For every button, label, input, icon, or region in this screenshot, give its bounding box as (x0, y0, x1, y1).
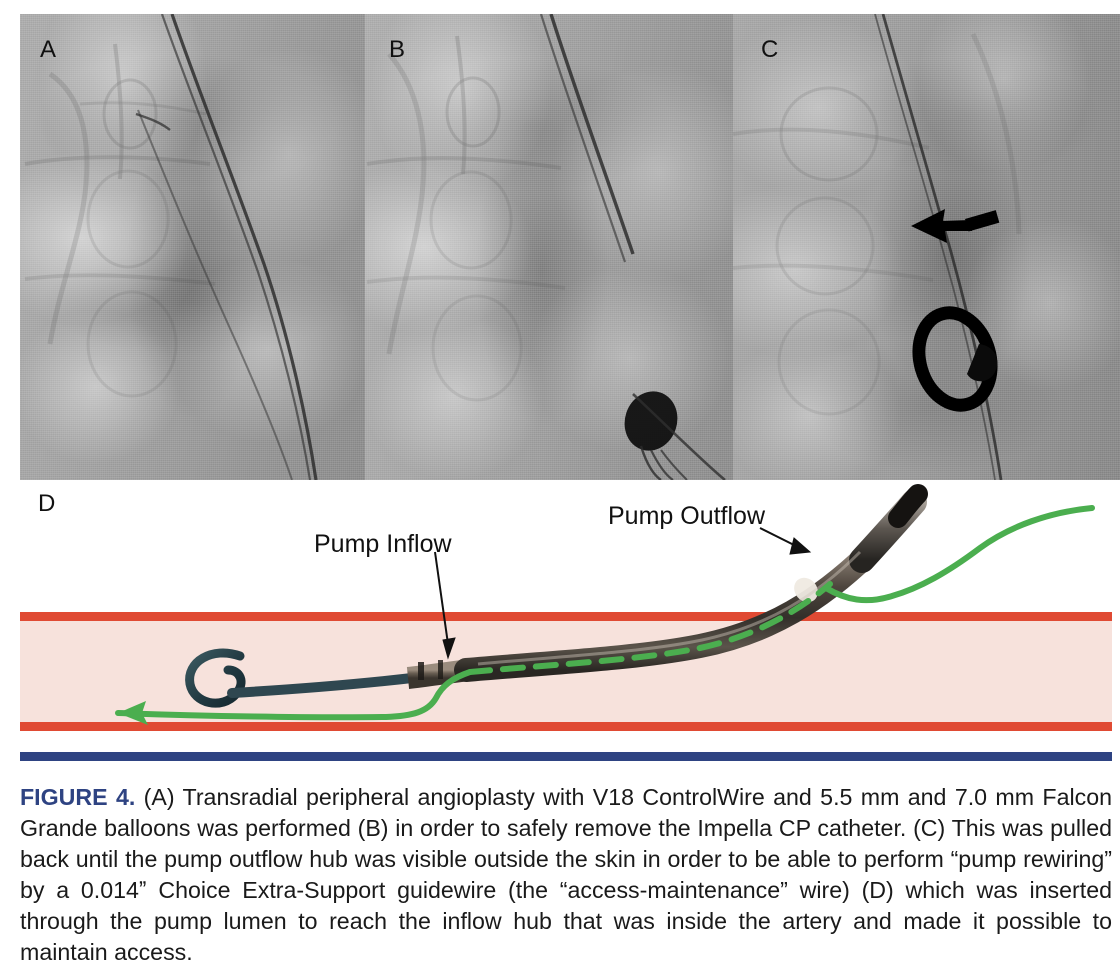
panel-c-image (733, 14, 1120, 480)
fluoroscopy-panel-row: A (20, 14, 1120, 480)
panel-d-letter: D (38, 490, 56, 517)
pump-outflow-hub (794, 577, 818, 603)
panel-a-grain (20, 14, 365, 480)
panel-a-overlay (24, 14, 318, 480)
pump-inflow-label: Pump Inflow (314, 530, 452, 558)
panel-b: B (365, 14, 733, 480)
panel-a: A (20, 14, 365, 480)
pump-outflow-leader (759, 527, 812, 555)
pigtail-tip (185, 648, 246, 708)
pump-inflow-leader (434, 551, 456, 660)
figure-caption-body: (A) Transradial peripheral angioplasty w… (20, 784, 1113, 965)
panel-a-letter: A (40, 36, 57, 63)
figure-caption: FIGURE 4. (A) Transradial peripheral ang… (20, 782, 1112, 968)
panel-d-illustration (20, 484, 1112, 731)
caption-divider-rule (20, 752, 1112, 761)
panel-b-overlay (366, 14, 726, 480)
cannula-shaft (227, 673, 417, 698)
catheter-end-cap (888, 484, 928, 528)
panel-c: C (733, 14, 1120, 480)
panel-b-letter: B (389, 36, 406, 63)
panel-d: Pump Inflow Pump Outflow (0, 480, 1120, 748)
guidewire-inside-lumen (467, 581, 833, 675)
access-maintenance-guidewire (115, 505, 1095, 725)
figure-number: FIGURE 4. (20, 784, 136, 810)
panel-c-loop (912, 306, 998, 412)
panel-c-arrow (911, 209, 1000, 243)
guidewire-distal (115, 669, 473, 721)
artery-wall-bottom (20, 722, 1112, 731)
pump-outflow-label: Pump Outflow (608, 502, 766, 530)
panel-c-overlay (733, 14, 1022, 480)
guidewire-arrowhead (118, 701, 148, 725)
guidewire-proximal (823, 505, 1095, 604)
panel-a-image (20, 14, 365, 480)
panel-c-letter: C (761, 36, 779, 63)
panel-c-grain (733, 14, 1120, 480)
artery-wall-top (20, 612, 1112, 621)
